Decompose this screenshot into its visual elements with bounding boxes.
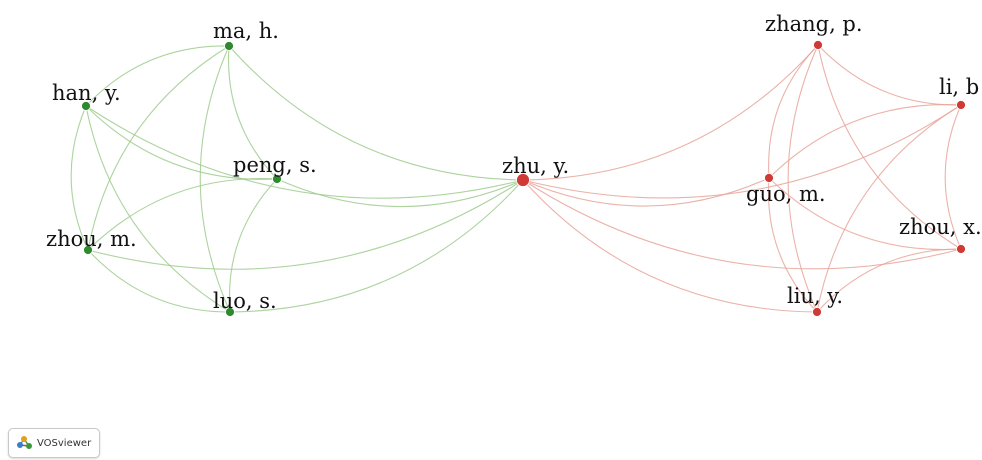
link-ma-luo [199,45,231,313]
link-han-luo [85,105,231,313]
node-label-zhu[interactable]: zhu, y. [502,154,569,178]
link-zhang-liu [787,44,819,313]
link-zhou_m-zhu [87,179,524,270]
link-zhu-liu [522,179,818,313]
network-labels: ma, h. han, y. peng, s. zhou, m. luo, s. zhu,… [46,12,982,313]
node-label-zhang[interactable]: zhang, p. [765,12,863,36]
network-nodes [81,40,966,317]
link-li-guo [768,104,962,179]
node-li[interactable] [956,100,966,110]
link-zhou_m-luo [87,249,231,313]
node-zhang[interactable] [813,40,823,50]
node-label-zhou_x[interactable]: zhou, x. [899,215,982,239]
link-zhang-guo [768,44,819,179]
node-label-peng[interactable]: peng, s. [233,153,317,177]
link-zhang-zhou_x [817,44,962,250]
node-han[interactable] [81,101,91,111]
node-zhou_x[interactable] [956,244,966,254]
node-zhu[interactable] [516,173,530,187]
link-zhu-li [522,104,962,199]
node-peng[interactable] [272,174,282,184]
link-han-zhu [85,105,524,199]
node-label-liu[interactable]: liu, y. [787,284,843,308]
vosviewer-badge-label: VOSviewer [37,437,92,449]
link-zhu-guo [522,177,770,207]
link-li-liu [816,104,962,313]
link-luo-zhu [229,179,524,313]
vosviewer-logo-icon [17,436,32,449]
link-peng-zhou_m [87,178,278,251]
node-guo[interactable] [764,173,774,183]
node-label-zhou_m[interactable]: zhou, m. [46,227,137,251]
node-label-han[interactable]: han, y. [52,81,121,105]
node-zhou_m[interactable] [83,245,93,255]
node-liu[interactable] [812,307,822,317]
link-guo-zhou_x [768,177,962,251]
node-label-luo[interactable]: luo, s. [213,289,277,313]
link-peng-zhu [276,178,524,208]
link-li-zhou_x [944,104,962,250]
link-ma-zhu [228,45,524,181]
vosviewer-badge[interactable]: VOSviewer [8,428,100,458]
link-zhou_x-liu [816,248,962,313]
node-ma[interactable] [224,41,234,51]
link-zhu-zhang [522,44,819,181]
link-ma-zhou_m [87,45,230,251]
node-label-guo[interactable]: guo, m. [746,182,826,206]
node-label-ma[interactable]: ma, h. [213,19,279,43]
node-luo[interactable] [225,307,235,317]
link-han-zhou_m [70,105,89,251]
link-peng-luo [228,178,278,313]
link-guo-liu [767,177,818,313]
node-label-li[interactable]: li, b [939,75,979,99]
link-ma-peng [227,45,278,180]
link-ma-han [85,45,230,107]
link-zhu-zhou_x [522,179,962,270]
network-links [70,44,962,313]
